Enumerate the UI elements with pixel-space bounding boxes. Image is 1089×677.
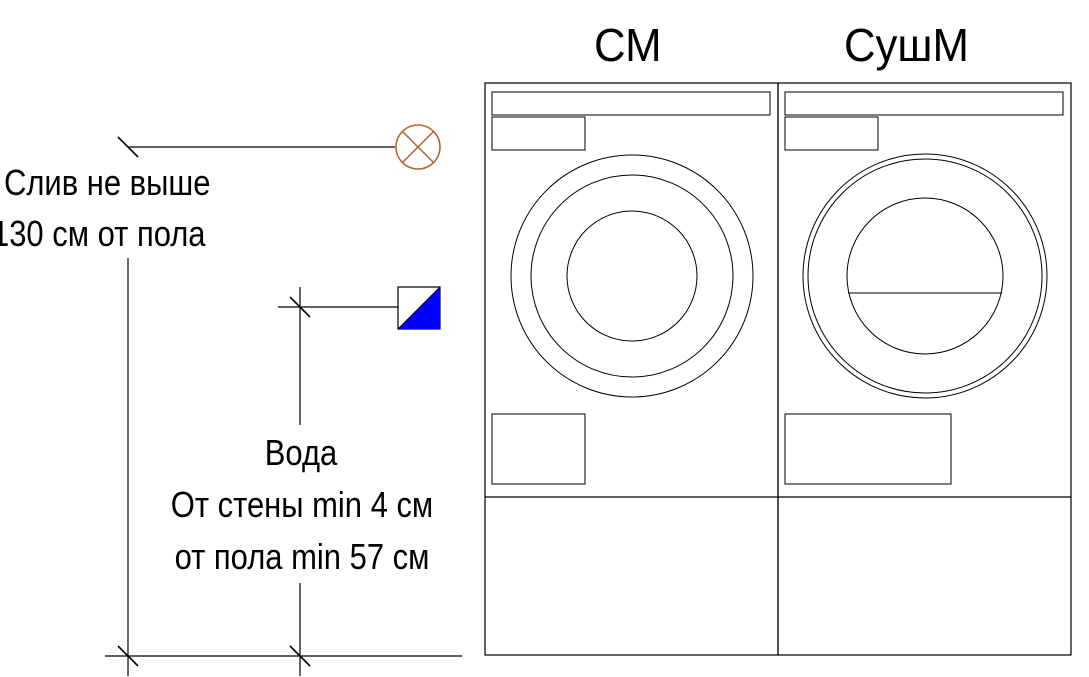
dryer-service-panel — [784, 413, 952, 485]
dryer-door-outer — [802, 153, 1048, 399]
drain-dimension — [117, 136, 395, 676]
drain-note-line-2: 130 см от пола — [0, 213, 206, 254]
washer-door-glass — [566, 210, 698, 342]
dryer-cabinet — [777, 82, 1072, 656]
washer-door-outer — [510, 154, 754, 398]
washer-service-panel — [491, 413, 586, 485]
water-valve-icon — [397, 286, 441, 330]
washer-detergent-drawer — [491, 116, 586, 151]
water-note-line-3: от пола min 57 см — [174, 536, 430, 577]
water-note-line-1: Вода — [264, 432, 338, 473]
dryer-door-ring — [807, 158, 1043, 394]
dryer-control-strip — [784, 91, 1064, 116]
drain-note-line-1: Слив не выше — [4, 162, 211, 203]
washing-machine — [484, 82, 779, 656]
water-note-line-2: От стены min 4 см — [170, 484, 434, 525]
dryer-machine — [777, 82, 1072, 656]
washer-cabinet — [484, 82, 779, 656]
washer-door-ring — [530, 174, 734, 378]
drain-outlet-icon — [395, 124, 441, 170]
washer-label: СМ — [594, 19, 662, 71]
drain-top-tick — [117, 136, 139, 158]
dryer-door-glass — [846, 197, 1004, 355]
water-top-tick — [289, 296, 311, 318]
water-dimension — [278, 287, 398, 676]
dryer-water-container — [784, 116, 879, 151]
dryer-label: СушМ — [844, 19, 969, 71]
washer-control-strip — [491, 91, 771, 116]
